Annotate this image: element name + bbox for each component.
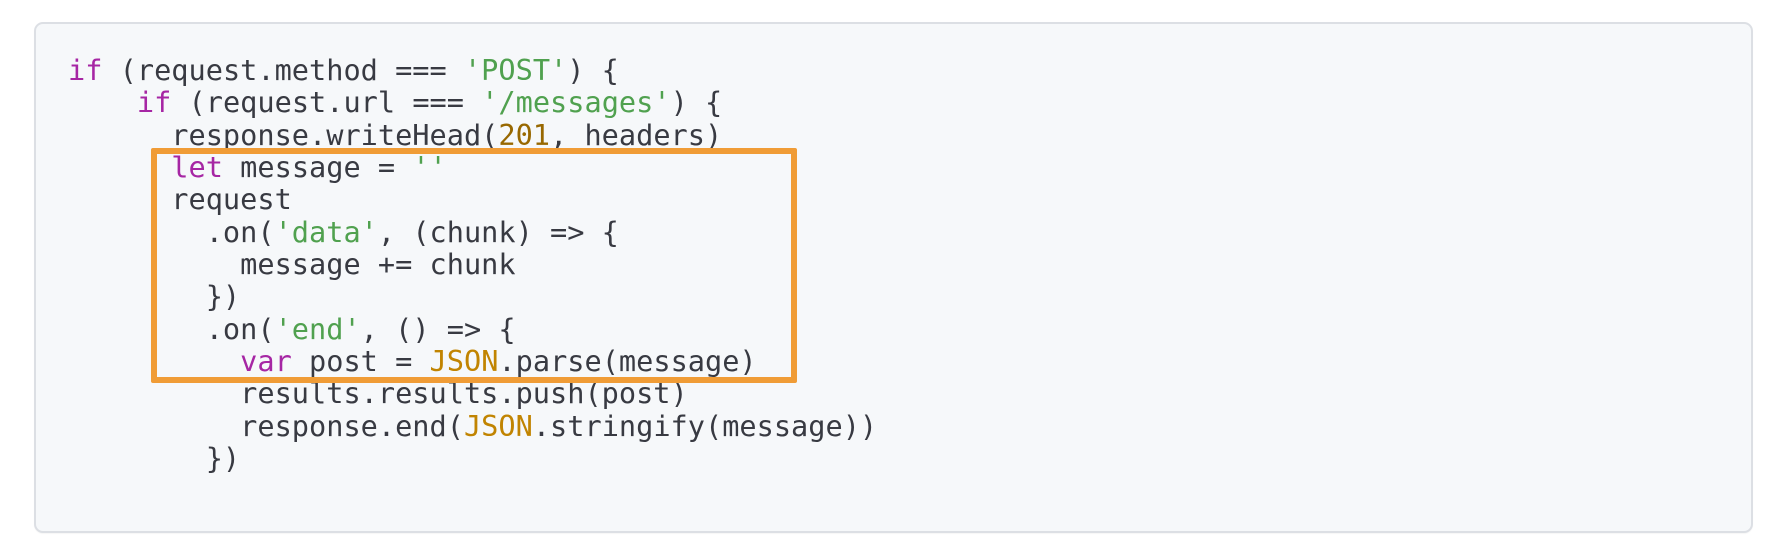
code-token-plain: , () => { <box>360 311 516 346</box>
code-token-plain: .parse(message) <box>498 343 757 378</box>
code-token-string: 'data' <box>274 214 378 249</box>
code-line: message += chunk <box>68 248 877 280</box>
code-line: if (request.url === '/messages') { <box>68 86 877 118</box>
code-token-plain: results.results.push(post) <box>68 376 688 411</box>
code-token-string: '/messages' <box>481 85 671 120</box>
code-token-plain: message = <box>222 149 413 184</box>
code-token-plain: }) <box>68 279 241 314</box>
code-token-keyword: var <box>240 343 292 378</box>
code-token-plain: .on( <box>68 311 275 346</box>
code-line: request <box>68 183 877 215</box>
code-token-plain: }) <box>68 440 241 475</box>
code-token-plain: request <box>68 182 292 217</box>
code-token-plain <box>68 344 240 378</box>
code-token-plain: .stringify(message)) <box>532 408 878 443</box>
code-line: let message = '' <box>68 151 877 183</box>
code-card: if (request.method === 'POST') { if (req… <box>34 22 1753 533</box>
code-line: response.end(JSON.stringify(message)) <box>68 408 878 443</box>
code-line: .on('data', (chunk) => { <box>68 214 877 249</box>
code-token-string: '' <box>412 149 447 184</box>
code-line: results.results.push(post) <box>68 377 877 409</box>
code-token-keyword: if <box>68 53 103 87</box>
code-line: }) <box>68 442 877 474</box>
code-line: var post = JSON.parse(message) <box>68 345 877 377</box>
code-token-class: JSON <box>429 343 499 378</box>
code-token-plain: message += chunk <box>68 246 516 281</box>
code-token-keyword: let <box>171 149 223 184</box>
code-token-plain: response.writeHead( <box>68 117 499 152</box>
code-line: .on('end', () => { <box>68 311 877 346</box>
code-token-plain <box>68 150 171 184</box>
code-token-keyword: if <box>136 85 172 120</box>
code-token-string: 'POST' <box>463 53 568 87</box>
code-token-plain: , (chunk) => { <box>377 214 619 249</box>
code-token-plain: response.end( <box>68 408 464 443</box>
code-token-plain: ) { <box>567 53 619 87</box>
code-token-string: 'end' <box>274 311 361 346</box>
code-token-plain: post = <box>291 343 430 378</box>
code-line: }) <box>68 280 877 312</box>
code-token-plain: .on( <box>68 214 275 249</box>
code-token-plain: ) { <box>670 85 723 120</box>
code-token-plain: (request.url === <box>171 85 482 120</box>
code-block: if (request.method === 'POST') { if (req… <box>68 54 877 474</box>
code-line: response.writeHead(201, headers) <box>68 117 877 152</box>
code-line: if (request.method === 'POST') { <box>68 54 877 86</box>
code-token-plain: , headers) <box>550 117 723 152</box>
code-token-plain: (request.method === <box>102 53 464 87</box>
code-token-class: JSON <box>463 408 533 443</box>
code-token-number: 201 <box>498 117 551 152</box>
code-token-plain <box>68 85 137 119</box>
